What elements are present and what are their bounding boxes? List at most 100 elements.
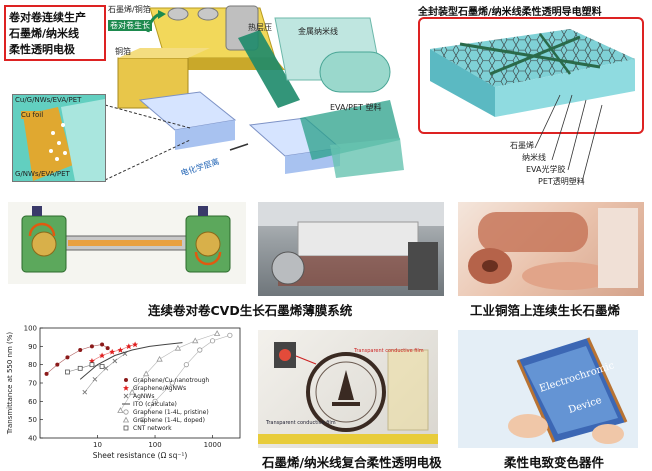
layer-eva-adhesive: EVA光学胶 (526, 165, 566, 174)
electrochromic-caption: 柔性电致变色器件 (504, 455, 605, 470)
data-point (55, 362, 60, 367)
data-point (124, 378, 128, 382)
data-point (99, 352, 106, 359)
series-line (79, 342, 183, 380)
layer-nanowire: 纳米线 (522, 153, 546, 162)
x-tick-label: 100 (148, 441, 161, 449)
cvd-schematic (8, 202, 246, 284)
data-point (183, 362, 189, 368)
legend-label: Graphene/AgNWs (133, 385, 186, 392)
y-tick-label: 40 (28, 435, 37, 443)
inset-label-cu-foil: Cu foil (21, 111, 44, 119)
cvd-caption: 连续卷对卷CVD生长石墨烯薄膜系统 (148, 303, 353, 318)
data-point (103, 366, 109, 371)
data-point (89, 362, 95, 368)
data-point (152, 398, 158, 404)
legend-label: Graphene (1-4L, pristine) (133, 409, 209, 416)
data-point (139, 417, 145, 423)
copper-foil-drawing (468, 208, 638, 290)
roll-process-drawing (104, 5, 404, 181)
data-point (99, 364, 105, 369)
data-point (112, 358, 118, 364)
data-point (227, 332, 233, 338)
data-point (213, 330, 221, 336)
encapsulated-panel: 全封装型石墨烯/纳米线柔性透明导电塑料 石墨烯 纳米线 EVA光学胶 PET透明… (410, 0, 652, 190)
data-point (123, 409, 129, 415)
label-eva-pet: EVA/PET 塑料 (330, 103, 382, 112)
data-point (44, 371, 49, 376)
data-point (65, 369, 70, 375)
process-title-line-1: 卷对卷连续生产 (9, 11, 86, 24)
layer-leader-lines (534, 94, 603, 183)
legend-label: Graphene/Cu nanotrough (133, 377, 209, 384)
label-graphene-cu-foil: 石墨烯/铜箔 (108, 5, 151, 14)
data-point (82, 389, 88, 395)
data-point (105, 346, 110, 351)
legend-label: AgNWs (133, 393, 154, 400)
layer-pet-plastic: PET透明塑料 (538, 177, 585, 186)
y-tick-label: 70 (28, 380, 37, 388)
legend-label: CNT network (133, 425, 172, 432)
data-point (197, 347, 203, 353)
label-metal-nanowire: 金属纳米线 (298, 27, 338, 36)
copper-foil-photo (458, 202, 644, 296)
film-label-1: Transparent conductive film (354, 348, 424, 354)
data-point (156, 355, 163, 362)
composite-electrode-photo: Transparent conductive film Transparent … (258, 330, 438, 448)
label-copper-foil: 铜箔 (115, 47, 131, 56)
series-line (67, 364, 103, 373)
label-roll-to-roll: 卷对卷生长 (108, 20, 152, 31)
data-point (174, 344, 182, 351)
encapsulated-frame (418, 17, 644, 134)
process-title-line-2: 石墨烯/纳米线 (9, 27, 80, 40)
y-tick-label: 80 (28, 361, 37, 369)
y-tick-label: 60 (28, 398, 37, 406)
data-point (125, 343, 132, 350)
data-point (132, 341, 139, 348)
zoom-inset-drawing (23, 99, 105, 181)
data-point (117, 347, 124, 353)
x-axis-label: Sheet resistance (Ω sq⁻¹) (93, 451, 188, 460)
roll-process-panel: 卷对卷连续生产 石墨烯/纳米线 柔性透明电极 石墨烯/铜箔 热层压 卷对卷生长 … (0, 0, 410, 190)
data-point (78, 348, 83, 352)
layer-graphene: 石墨烯 (510, 141, 534, 150)
data-point (169, 380, 175, 386)
data-point (100, 342, 105, 347)
data-point (122, 416, 130, 423)
data-point (109, 348, 116, 355)
x-tick-label: 1000 (204, 441, 222, 449)
cvd-photo (258, 202, 444, 296)
data-point (117, 407, 124, 413)
data-point (123, 385, 129, 391)
data-point (192, 337, 199, 344)
composite-caption: 石墨烯/纳米线复合柔性透明电极 (262, 455, 442, 470)
y-tick-label: 50 (28, 416, 37, 424)
data-point (123, 393, 129, 399)
x-tick-label: 10 (93, 441, 102, 449)
cvd-schematic-drawing (21, 206, 231, 273)
y-axis-label: Transmittance at 550 nm (%) (6, 332, 14, 436)
process-title-box: 卷对卷连续生产 石墨烯/纳米线 柔性透明电极 (4, 5, 106, 61)
zoom-inset: Cu/G/NWs/EVA/PET Cu foil G/NWs/EVA/PET (12, 94, 106, 182)
inset-label-bottom: G/NWs/EVA/PET (15, 170, 70, 178)
legend-label: ITO (calculate) (133, 401, 177, 408)
data-point (209, 338, 216, 344)
y-tick-label: 100 (24, 325, 37, 333)
data-point (89, 344, 94, 349)
inset-label-top: Cu/G/NWs/EVA/PET (15, 96, 82, 104)
process-title-line-3: 柔性透明电极 (9, 43, 75, 56)
series-line (84, 353, 126, 393)
electrochromic-photo: Electrochromic Device (458, 330, 638, 448)
composite-electrode-drawing (258, 342, 438, 444)
data-point (92, 377, 98, 382)
encapsulated-title: 全封装型石墨烯/纳米线柔性透明导电塑料 (418, 7, 602, 18)
data-point (77, 365, 83, 371)
copper-caption: 工业铜箔上连续生长石墨烯 (470, 303, 621, 318)
data-point (123, 425, 129, 431)
y-tick-label: 90 (28, 343, 37, 351)
encapsulated-drawing (430, 29, 635, 117)
data-point (128, 388, 136, 395)
data-point (65, 355, 70, 360)
cvd-photo-drawing (258, 202, 444, 290)
